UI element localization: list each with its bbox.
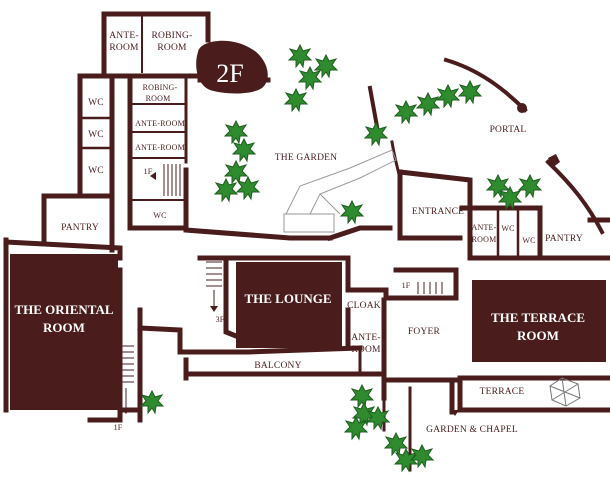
ante-room-right-2: ROOM (472, 235, 497, 244)
ante-room-mid-1: ANTE-ROOM (135, 119, 185, 128)
stair-1f-left-label: 1F (114, 423, 123, 432)
stair-3f-label: 3F (216, 315, 225, 324)
tree-icon (458, 80, 482, 104)
stair-1f-right-label: 1F (402, 281, 411, 290)
room-labels: ANTE- ROOM ROBING- ROOM ROBING- ROOM ANT… (61, 31, 583, 435)
wc-label: WC (88, 130, 104, 140)
tree-icon (284, 88, 308, 112)
robing-room-top-2: ROOM (157, 43, 187, 53)
oriental-room[interactable] (10, 254, 118, 410)
ante-room-top-1: ANTE- (109, 31, 139, 41)
tree-icon (350, 384, 374, 408)
garden-chapel-label: GARDEN & CHAPEL (426, 425, 518, 435)
floor-badge-label: 2F (216, 59, 243, 88)
tree-icon (214, 178, 238, 202)
ante-room-low-2: ROOM (351, 345, 381, 355)
portal-post (548, 154, 560, 168)
wc-label: WC (501, 224, 514, 233)
lounge-label: THE LOUNGE (244, 291, 331, 306)
gazebo-icon (549, 377, 581, 407)
wc-label: WC (88, 98, 104, 108)
lounge-room[interactable] (236, 262, 342, 348)
entrance-label: ENTRANCE (412, 207, 464, 217)
pantry-left-label: PANTRY (61, 223, 99, 233)
ante-room-top-2: ROOM (109, 43, 139, 53)
tree-icon (394, 100, 418, 124)
stair-icon (118, 164, 443, 408)
robing-room-mid-1: ROBING- (143, 83, 178, 92)
tree-icon (436, 84, 460, 108)
stair-1f-top-label: 1F (144, 167, 153, 176)
robing-room-top-1: ROBING- (152, 31, 193, 41)
oriental-room-label-2: ROOM (43, 320, 85, 335)
tree-icon (364, 122, 388, 146)
tree-icon (384, 432, 408, 456)
wc-label: WC (88, 166, 104, 176)
garden-path (283, 149, 397, 233)
ante-room-mid-2: ANTE-ROOM (135, 143, 185, 152)
terrace-room[interactable] (472, 280, 606, 362)
terrace-room-label-2: ROOM (517, 328, 559, 343)
tree-icon (140, 390, 164, 414)
arrow-left-icon (150, 172, 156, 180)
portal-post (517, 103, 527, 113)
terrace-room-label-1: THE TERRACE (491, 310, 585, 325)
tree-icon (236, 176, 260, 200)
foyer-label: FOYER (408, 327, 441, 337)
cloak-label: CLOAK (347, 301, 381, 311)
tree-icon (232, 138, 256, 162)
robing-room-mid-2: ROOM (146, 94, 171, 103)
ante-room-right-1: ANTE- (472, 223, 497, 232)
tree-icon (224, 160, 248, 184)
terrace-label: TERRACE (480, 387, 525, 397)
floor-badge (196, 40, 268, 94)
arrow-down-icon (122, 306, 459, 416)
garden-label: THE GARDEN (275, 153, 337, 163)
walls (3, 11, 610, 472)
tree-icon (518, 174, 542, 198)
wc-label: WC (153, 211, 166, 220)
balcony-label: BALCONY (254, 361, 301, 371)
pantry-right-label: PANTRY (545, 234, 583, 244)
oriental-room-label-1: THE ORIENTAL (14, 302, 113, 317)
tree-icon (288, 44, 312, 68)
ante-room-low-1: ANTE- (351, 333, 381, 343)
tree-icon (340, 200, 364, 224)
tree-icon (416, 92, 440, 116)
wc-label: WC (522, 236, 535, 245)
portal-label: PORTAL (490, 125, 527, 135)
